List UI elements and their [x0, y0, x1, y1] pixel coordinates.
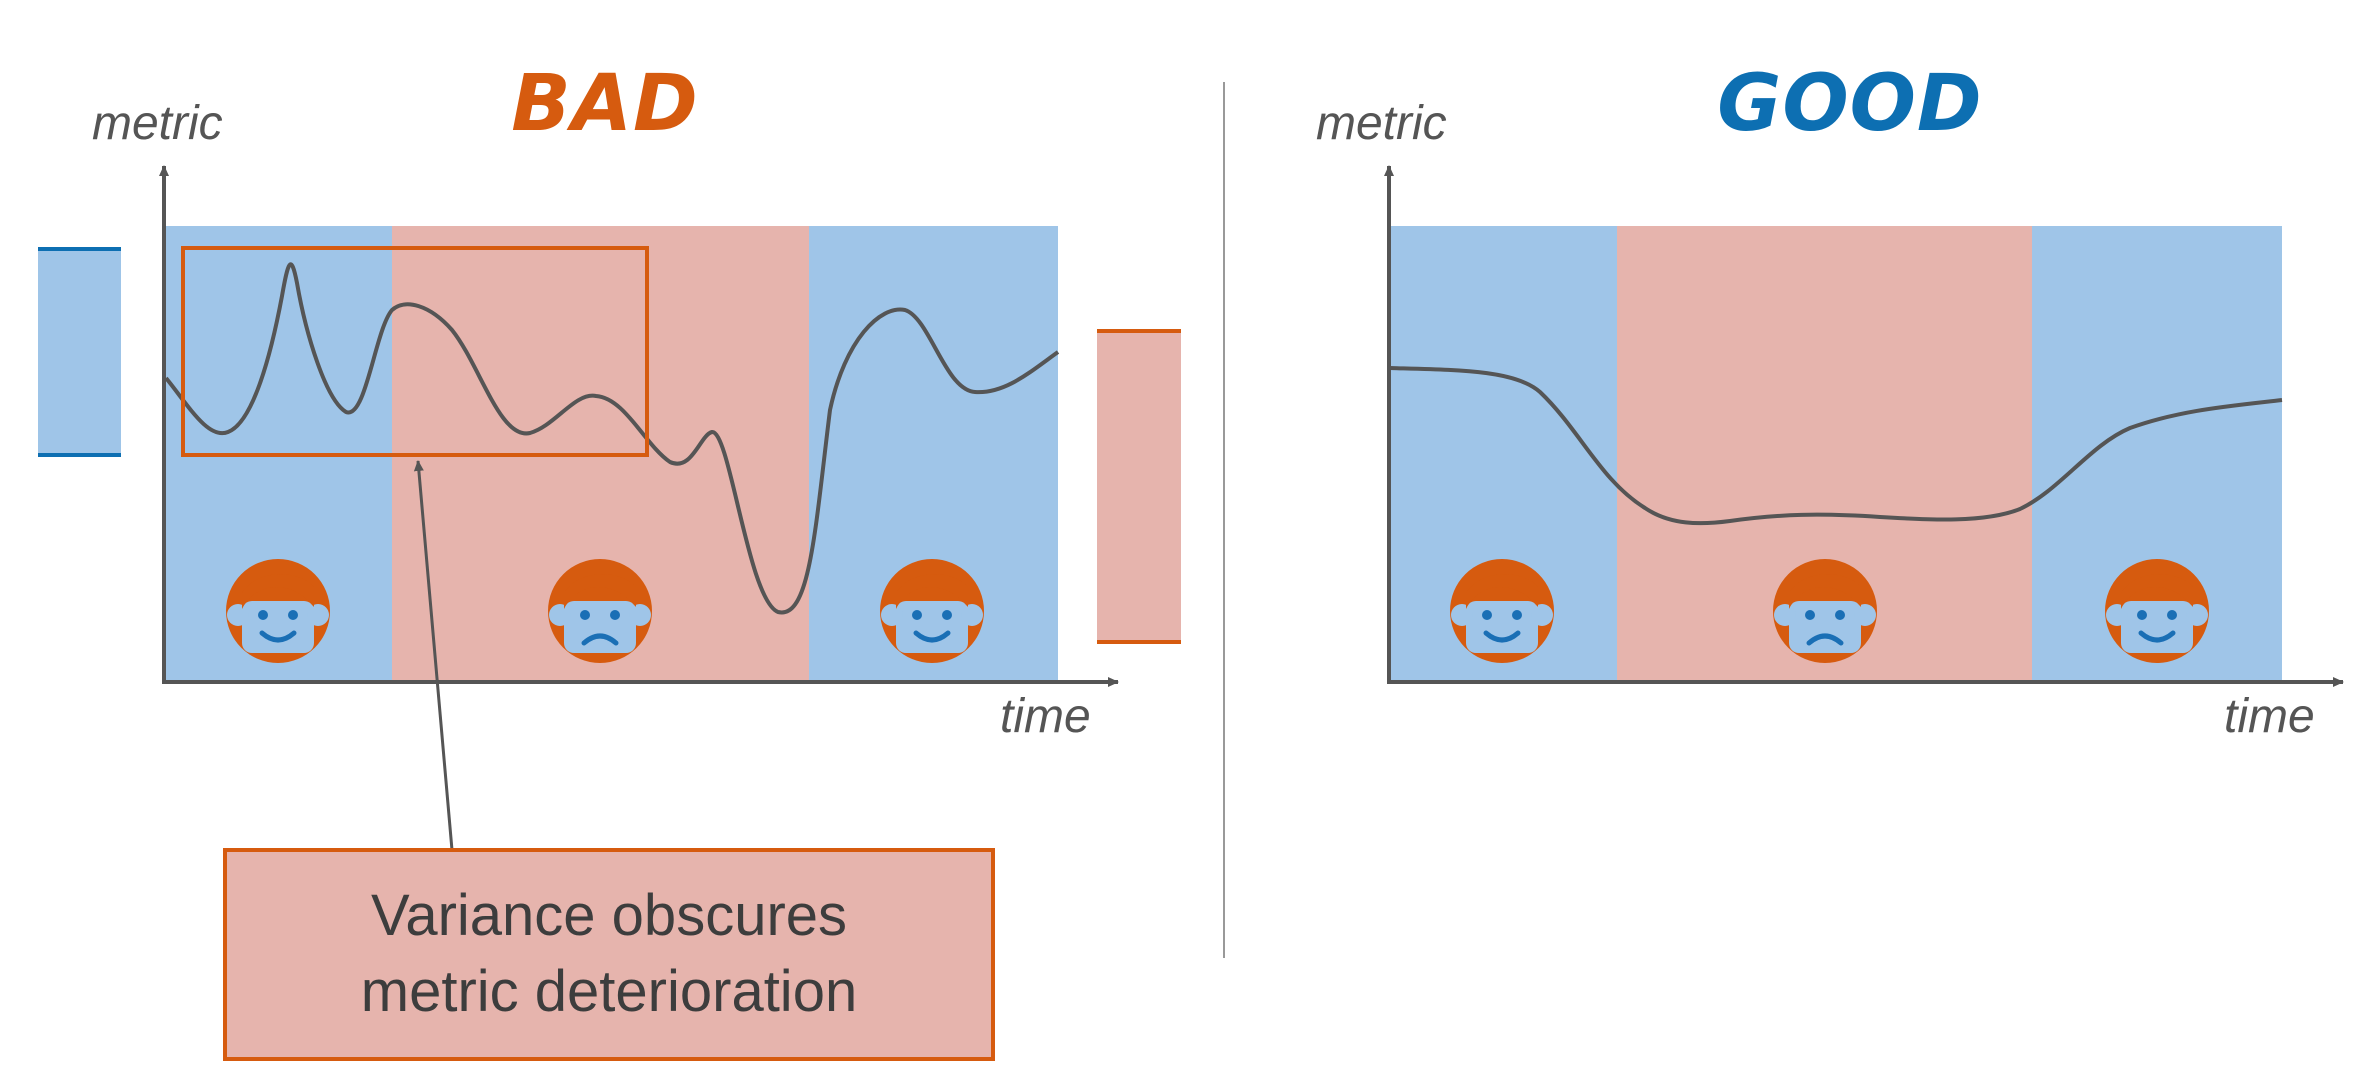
happy-face-icon [1450, 559, 1554, 663]
callout-line-1: Variance obscures [371, 883, 847, 948]
callout-box: Variance obscures metric deterioration [223, 848, 995, 1061]
x-axis-label: time [2224, 690, 2315, 743]
sad-variance-marker [1097, 329, 1181, 644]
y-axis-label: metric [1316, 97, 1447, 150]
happy-face-icon [226, 559, 330, 663]
good-panel: GOOD metric time [1316, 59, 2344, 743]
bad-panel: BAD metric time [38, 59, 1181, 1061]
x-axis-label: time [1000, 690, 1091, 743]
y-axis-label: metric [92, 97, 223, 150]
bad-heading: BAD [511, 59, 699, 149]
sad-face-icon [1773, 559, 1877, 663]
good-heading: GOOD [1717, 59, 1982, 149]
variance-highlight-box [181, 246, 649, 457]
happy-variance-marker [38, 247, 121, 457]
noisy-metric-curve [164, 262, 1060, 615]
smooth-metric-curve [1389, 366, 2283, 526]
callout-pointer-arrow [413, 460, 454, 851]
happy-face-icon [2105, 559, 2209, 663]
sad-face-icon [548, 559, 652, 663]
callout-line-2: metric deterioration [361, 959, 857, 1024]
happy-face-icon [880, 559, 984, 663]
